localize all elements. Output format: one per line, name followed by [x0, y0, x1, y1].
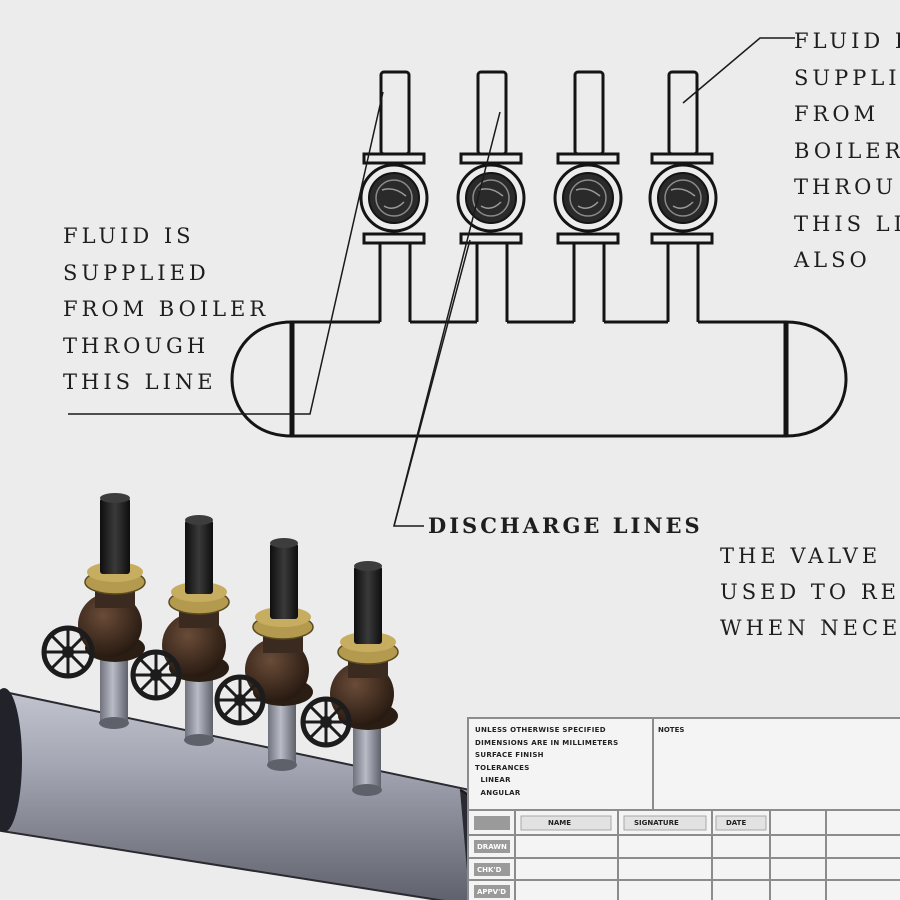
title-block-notes-label: NOTES	[658, 726, 685, 734]
column-signature-header: SIGNATURE	[634, 819, 679, 827]
rendered-valve-4	[300, 561, 399, 748]
rendered-valve-2	[130, 515, 230, 701]
leader-lines	[68, 37, 795, 527]
valves-note-label: THE VALVE USED TO RE WHEN NECE	[720, 544, 900, 640]
schematic-valve-2	[456, 70, 526, 322]
row-label-checked: CHK'D	[477, 866, 502, 874]
row-label-approved: APPV'D	[477, 888, 507, 896]
left-supply-label: FLUID IS SUPPLIED FROM BOILER THROUGH TH…	[63, 224, 270, 394]
discharge-lines-label: DISCHARGE LINES	[428, 513, 703, 538]
title-block	[467, 717, 900, 900]
rendered-valve-3	[214, 538, 314, 726]
row-label-drawn: DRAWN	[477, 843, 507, 851]
right-supply-label: FLUID I SUPPLI FROM BOILER THROU THIS LI…	[794, 29, 900, 272]
schematic-header-vessel	[230, 320, 848, 438]
schematic-valve-1	[359, 70, 429, 322]
rendered-manifold-3d	[0, 493, 485, 900]
rendered-valve-1	[41, 493, 146, 679]
column-name-header: NAME	[548, 819, 572, 827]
column-date-header: DATE	[726, 819, 747, 827]
schematic-valve-4	[648, 70, 718, 322]
schematic-valve-3	[553, 70, 623, 322]
title-block-notes: UNLESS OTHERWISE SPECIFIED DIMENSIONS AR…	[475, 726, 619, 797]
